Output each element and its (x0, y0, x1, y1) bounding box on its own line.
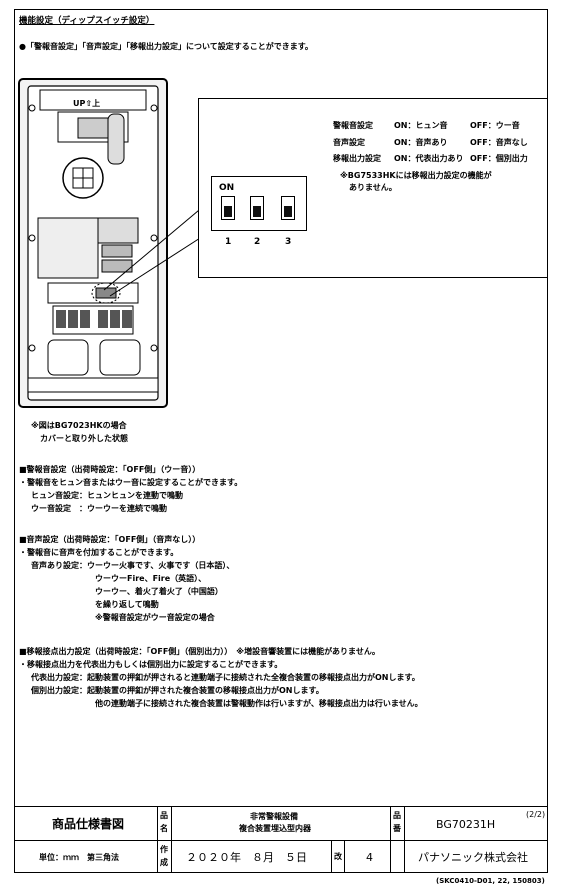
relay-line-4: 他の連動端子に接続された複合装置は警報動作は行いますが、移報接点出力は行いません… (95, 699, 423, 708)
unit-note: 単位：ｍｍ 第三角法 (39, 853, 119, 862)
doc-type: 商品仕様書図 (52, 817, 125, 831)
voice-line-5: を繰り返して鳴動 (95, 600, 159, 609)
dip-switch-2 (250, 196, 264, 220)
voice-line-4: ウーウー、着火了着火了（中国語） (95, 587, 223, 596)
alarm-line-3: ウー音設定 ：ウーウーを連続で鳴動 (31, 504, 167, 513)
dip-switch-1 (221, 196, 235, 220)
hinban-label-2: 番 (393, 824, 401, 833)
callout-row-2-name: 音声設定 (333, 138, 365, 147)
alarm-line-1: ・警報音をヒュン音またはウー音に設定することができます。 (19, 478, 243, 487)
document-frame (14, 9, 548, 873)
revision-number: 4 (366, 851, 373, 864)
page-number: (2/2) (526, 810, 546, 819)
callout-row-2-on: ON：音声あり (394, 138, 448, 147)
dip-number-2: 2 (254, 237, 261, 247)
callout-row-3-off: OFF：個別出力 (470, 154, 528, 163)
model-number: BG70231H (436, 818, 496, 831)
voice-line-2: 音声あり設定：ウーウー火事です、火事です（日本語）、 (31, 561, 235, 570)
created-date: ２０２０年 ８月 ５日 (186, 851, 307, 864)
relay-line-2: 代表出力設定：起動装置の押釦が押されると連動端子に接続された全複合装置の移報接点… (31, 673, 420, 682)
title-block: 商品仕様書図 品 名 非常警報設備 複合装置埋込型内器 品 番 BG70231H… (14, 806, 548, 873)
callout-row-2-off: OFF：音声なし (470, 138, 528, 147)
relay-heading: ■移報接点出力設定（出荷時設定：「OFF側」（個別出力）） ※増設音響装置には機… (19, 647, 380, 656)
hinmei-label-2: 名 (160, 824, 168, 833)
callout-row-1-name: 警報音設定 (333, 121, 373, 130)
callout-row-1-on: ON：ヒュン音 (394, 121, 448, 130)
intro-text: ●「警報音設定」「音声設定」「移報出力設定」について設定することができます。 (19, 42, 313, 51)
voice-line-1: ・警報音に音声を付加することができます。 (19, 548, 179, 557)
hinmei-label-1: 品 (160, 811, 168, 820)
sakusei-label-1: 作 (160, 845, 168, 854)
voice-line-6: ※警報音設定がウー音設定の場合 (95, 613, 215, 622)
relay-line-1: ・移報接点出力を代表出力もしくは個別出力に設定することができます。 (19, 660, 283, 669)
dip-number-1: 1 (225, 237, 232, 247)
sakusei-label-2: 成 (160, 858, 168, 867)
device-illustration (18, 78, 168, 408)
figure-note-line2: カバーと取り外した状態 (40, 434, 128, 443)
kai-label: 改 (334, 852, 342, 861)
voice-heading: ■音声設定（出荷時設定：「OFF側」（音声なし）） (19, 535, 201, 544)
callout-row-3-on: ON：代表出力あり (394, 154, 464, 163)
alarm-line-2: ヒュン音設定：ヒュンヒュンを連動で鳴動 (31, 491, 183, 500)
company-name: パナソニック株式会社 (418, 851, 528, 864)
relay-line-3: 個別出力設定：起動装置の押釦が押された複合装置の移報接点出力がONします。 (31, 686, 324, 695)
figure-note-line1: ※図はBG7023HKの場合 (31, 421, 127, 430)
title-block-row-divider (14, 840, 548, 841)
up-label: UP⇧上 (73, 99, 101, 108)
callout-note-line1: ※BG7533HKには移報出力設定の機能が (340, 171, 492, 180)
footer-code: (SKC0410-D01, 22, 150803) (436, 877, 545, 885)
alarm-heading: ■警報音設定（出荷時設定：「OFF側」（ウー音）） (19, 465, 201, 474)
callout-row-1-off: OFF：ウー音 (470, 121, 520, 130)
hinban-label-1: 品 (393, 811, 401, 820)
dip-on-label: ON (219, 183, 235, 193)
product-name-1: 非常警報設備 (250, 812, 298, 821)
dip-number-3: 3 (285, 237, 292, 247)
product-name-2: 複合装置埋込型内器 (239, 824, 311, 833)
dip-switch-3 (281, 196, 295, 220)
callout-row-3-name: 移報出力設定 (333, 154, 381, 163)
callout-note-line2: ありません。 (349, 183, 397, 192)
voice-line-3: ウーウーFire、Fire（英語）、 (95, 574, 207, 583)
section-title: 機能設定（ディップスイッチ設定） (19, 16, 155, 26)
